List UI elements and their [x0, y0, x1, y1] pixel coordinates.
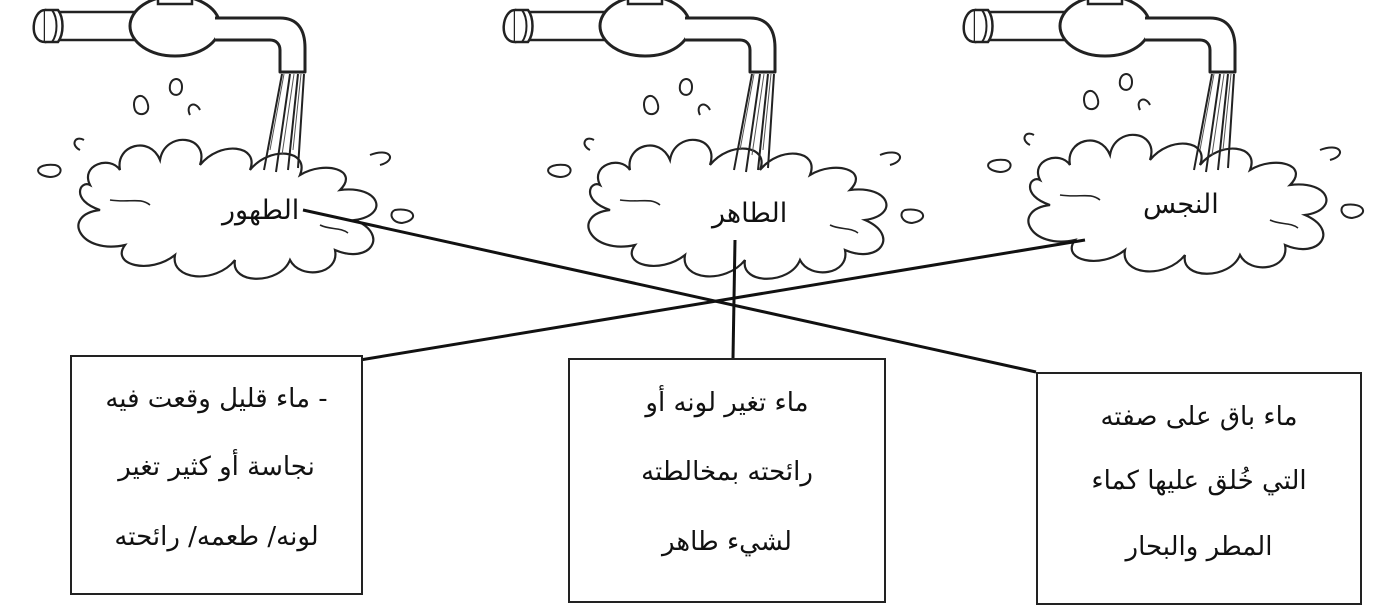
faucet-icon	[502, 0, 925, 280]
description-line: المطر والبحار	[1125, 532, 1273, 562]
description-line: - ماء قليل وقعت فيه	[105, 384, 328, 414]
description-line: ماء تغير لونه أو	[645, 388, 809, 418]
description-box-middle: ماء تغير لونه أو رائحته بمخالطته لشيء طا…	[568, 358, 886, 603]
description-line: رائحته بمخالطته	[641, 457, 813, 487]
tap-label-tahur: الطهور	[222, 195, 300, 226]
description-box-left: - ماء قليل وقعت فيه نجاسة أو كثير تغير ل…	[70, 355, 363, 595]
tap-label-najes: النجس	[1143, 189, 1219, 220]
faucet-icon	[962, 0, 1365, 275]
description-line: نجاسة أو كثير تغير	[118, 452, 315, 482]
description-line: ماء باق على صفته	[1100, 402, 1298, 432]
description-line: لونه/ طعمه/ رائحته	[114, 522, 319, 552]
tap-label-taher: الطاهر	[712, 198, 788, 229]
faucet-icon	[32, 0, 415, 280]
description-line: لشيء طاهر	[662, 527, 792, 557]
connector-line	[302, 208, 1037, 374]
description-box-right: ماء باق على صفته التي خُلق عليها كماء ال…	[1036, 372, 1362, 605]
description-line: التي خُلق عليها كماء	[1091, 466, 1307, 496]
connector-line	[359, 238, 1086, 362]
